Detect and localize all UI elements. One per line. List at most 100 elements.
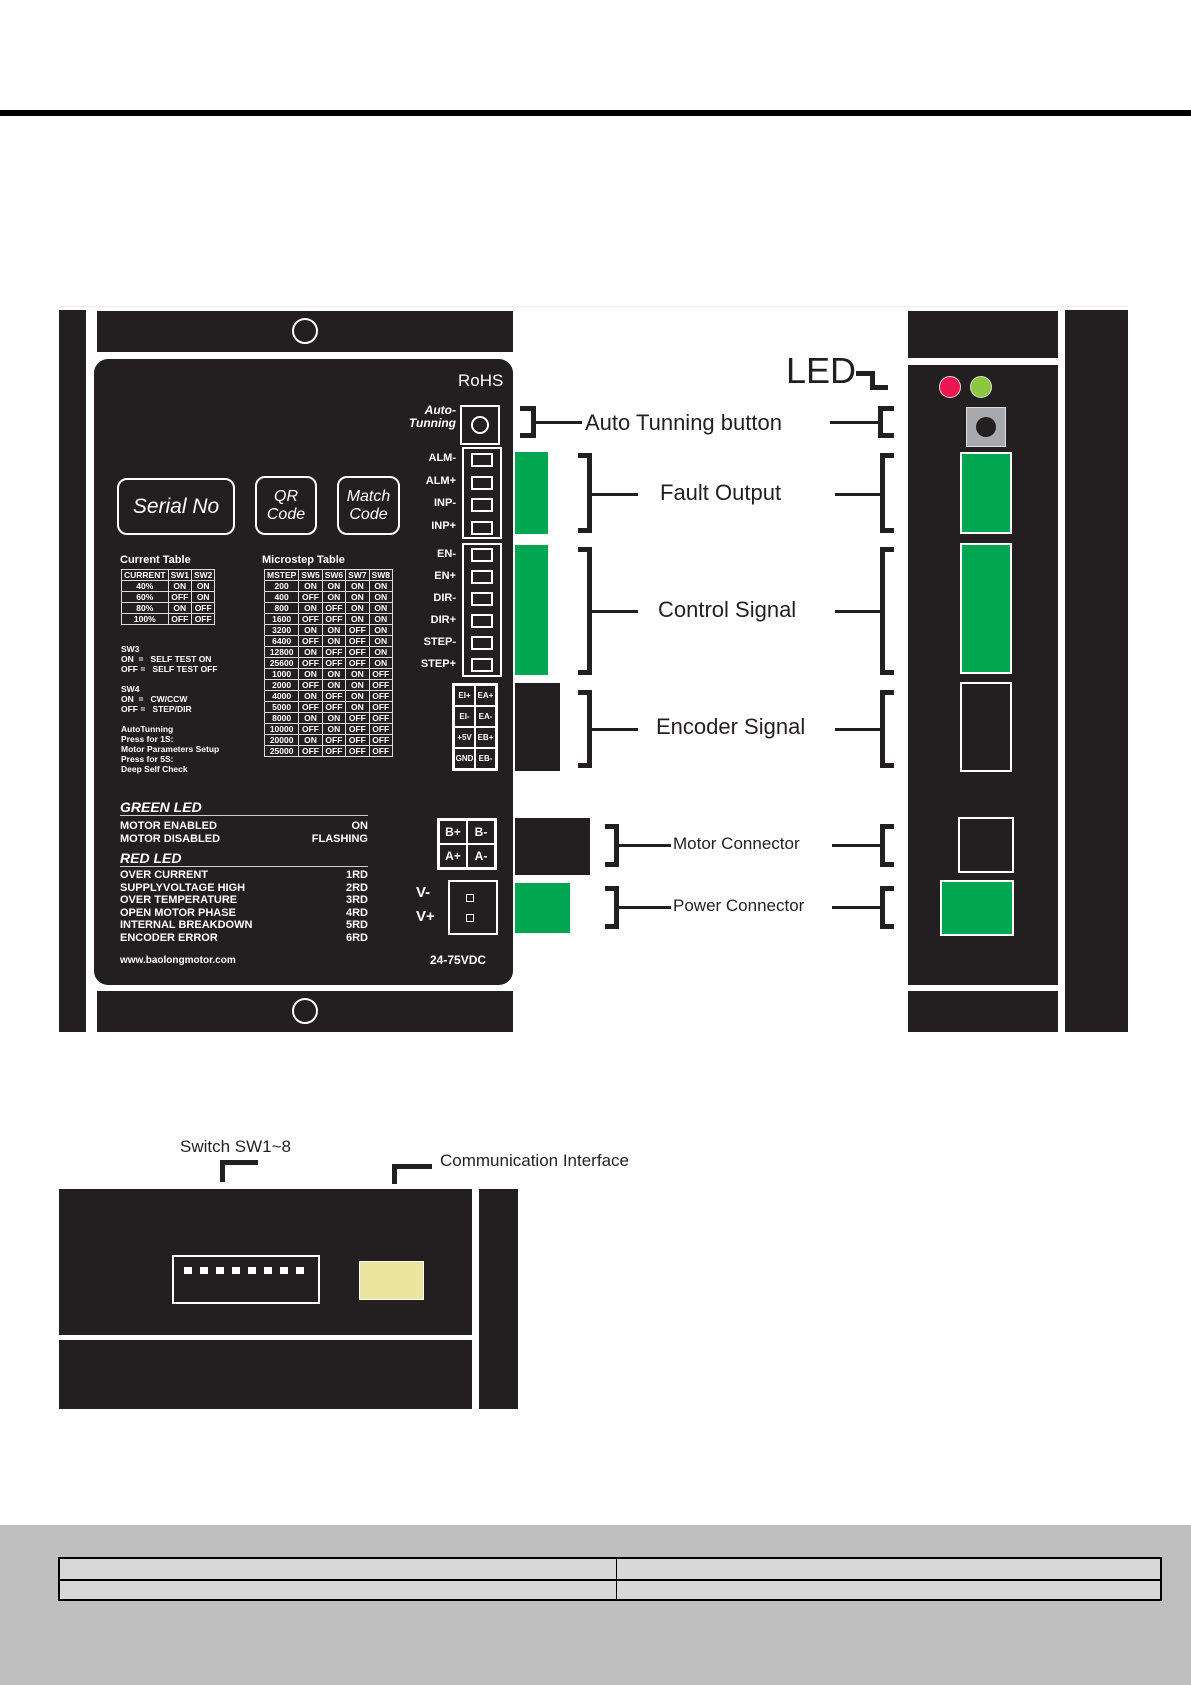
table-cell: 2000	[263, 679, 300, 691]
dip-switch-8[interactable]	[296, 1267, 304, 1274]
table-cell: ON	[321, 723, 347, 735]
table-cell: ON	[345, 602, 370, 614]
dip-switch-1[interactable]	[184, 1267, 192, 1274]
dip-switch-6[interactable]	[264, 1267, 272, 1274]
pin-socket-icon	[471, 614, 493, 628]
driver-top-view	[59, 1189, 472, 1335]
auto-tuning-button[interactable]	[460, 405, 500, 445]
table-header-cell: SW8	[368, 569, 393, 581]
dip-switch-2[interactable]	[200, 1267, 208, 1274]
voltage-rating: 24-75VDC	[430, 953, 487, 967]
table-cell: ON	[298, 646, 323, 658]
pin-label: ALM-	[428, 452, 457, 464]
dip-switch-sw1-8[interactable]	[172, 1255, 320, 1304]
note-line: Press for 1S:	[121, 734, 174, 744]
table-cell: 80%	[121, 602, 169, 614]
current-table-title: Current Table	[120, 554, 191, 566]
table-cell: ON	[167, 580, 192, 592]
note-line: ON = CW/CCW	[121, 694, 188, 704]
rohs-mark: RoHS	[458, 371, 504, 390]
table-cell: 20000	[263, 734, 300, 746]
table-cell: ON	[345, 580, 370, 592]
pin-label: INP+	[431, 519, 456, 532]
match-code-box: Match Code	[337, 476, 400, 535]
dip-switch-5[interactable]	[248, 1267, 256, 1274]
led-state: 5RD	[345, 919, 368, 931]
led-condition: MOTOR DISABLED	[120, 833, 221, 845]
note-line: Motor Parameters Setup	[121, 744, 220, 754]
table-cell: 4000	[263, 690, 300, 702]
control-signal-callout: Control Signal	[658, 597, 797, 622]
bracket	[605, 886, 619, 929]
table-cell: ON	[298, 734, 323, 746]
table-header-cell: SW2	[190, 569, 216, 581]
leader-line	[392, 1164, 432, 1169]
table-cell: OFF	[298, 701, 323, 713]
table-cell: ON	[321, 668, 347, 680]
red-led-indicator	[939, 376, 961, 398]
note-line: OFF = STEP/DIR	[121, 704, 192, 714]
website: www.baolongmotor.com	[120, 955, 236, 966]
note-line: Deep Self Check	[121, 764, 188, 774]
side-auto-tuning-button[interactable]	[966, 407, 1006, 447]
auto-tuning-label: Auto- Tunning	[408, 403, 456, 430]
leader-line	[220, 1160, 258, 1165]
dip-switch-7[interactable]	[280, 1267, 288, 1274]
table-cell: 12800	[263, 646, 300, 658]
table-cell: OFF	[321, 646, 347, 658]
table-cell: OFF	[167, 613, 192, 625]
driver-side-panel	[908, 365, 1058, 985]
leader-line	[835, 610, 880, 613]
table-cell: 400	[263, 591, 300, 603]
pin-socket-icon	[471, 636, 493, 650]
led-condition: OVER TEMPERATURE	[120, 894, 238, 906]
v-plus-label: V+	[416, 908, 435, 925]
dip-switch-4[interactable]	[232, 1267, 240, 1274]
table-cell: ON	[190, 580, 216, 592]
table-header-cell: SW7	[345, 569, 370, 581]
footer-table	[58, 1557, 1162, 1601]
table-cell: ON	[298, 602, 323, 614]
table-header-cell: SW1	[167, 569, 192, 581]
table-cell: ON	[368, 602, 393, 614]
pin-socket-icon	[471, 520, 493, 535]
led-callout: LED	[786, 350, 857, 391]
red-led-heading: RED LED	[120, 851, 368, 867]
led-state: 3RD	[345, 894, 368, 906]
pin-socket-icon	[471, 548, 493, 562]
bracket	[520, 406, 536, 438]
pin-socket-icon	[471, 453, 493, 467]
bracket	[880, 453, 894, 533]
table-cell: OFF	[298, 635, 323, 647]
dip-switch-3[interactable]	[216, 1267, 224, 1274]
bracket	[880, 547, 894, 675]
table-cell: ON	[321, 591, 347, 603]
led-condition: MOTOR ENABLED	[120, 820, 217, 832]
led-condition: SUPPLYVOLTAGE HIGH	[120, 881, 246, 894]
table-cell: OFF	[368, 734, 393, 746]
table-cell: ON	[298, 668, 323, 680]
leader-line	[619, 906, 671, 909]
table-cell: OFF	[321, 657, 347, 669]
table-cell: 8000	[263, 712, 300, 724]
table-cell: OFF	[321, 690, 347, 702]
table-cell: OFF	[368, 679, 393, 691]
led-condition: ENCODER ERROR	[120, 931, 218, 944]
power-connector	[448, 880, 498, 935]
leader-line	[835, 728, 880, 731]
table-cell: 1600	[263, 613, 300, 625]
encoder-pin: EB-	[475, 748, 496, 769]
encoder-pin: EB+	[475, 727, 496, 748]
led-leader	[870, 385, 888, 390]
table-cell: 10000	[263, 723, 300, 735]
